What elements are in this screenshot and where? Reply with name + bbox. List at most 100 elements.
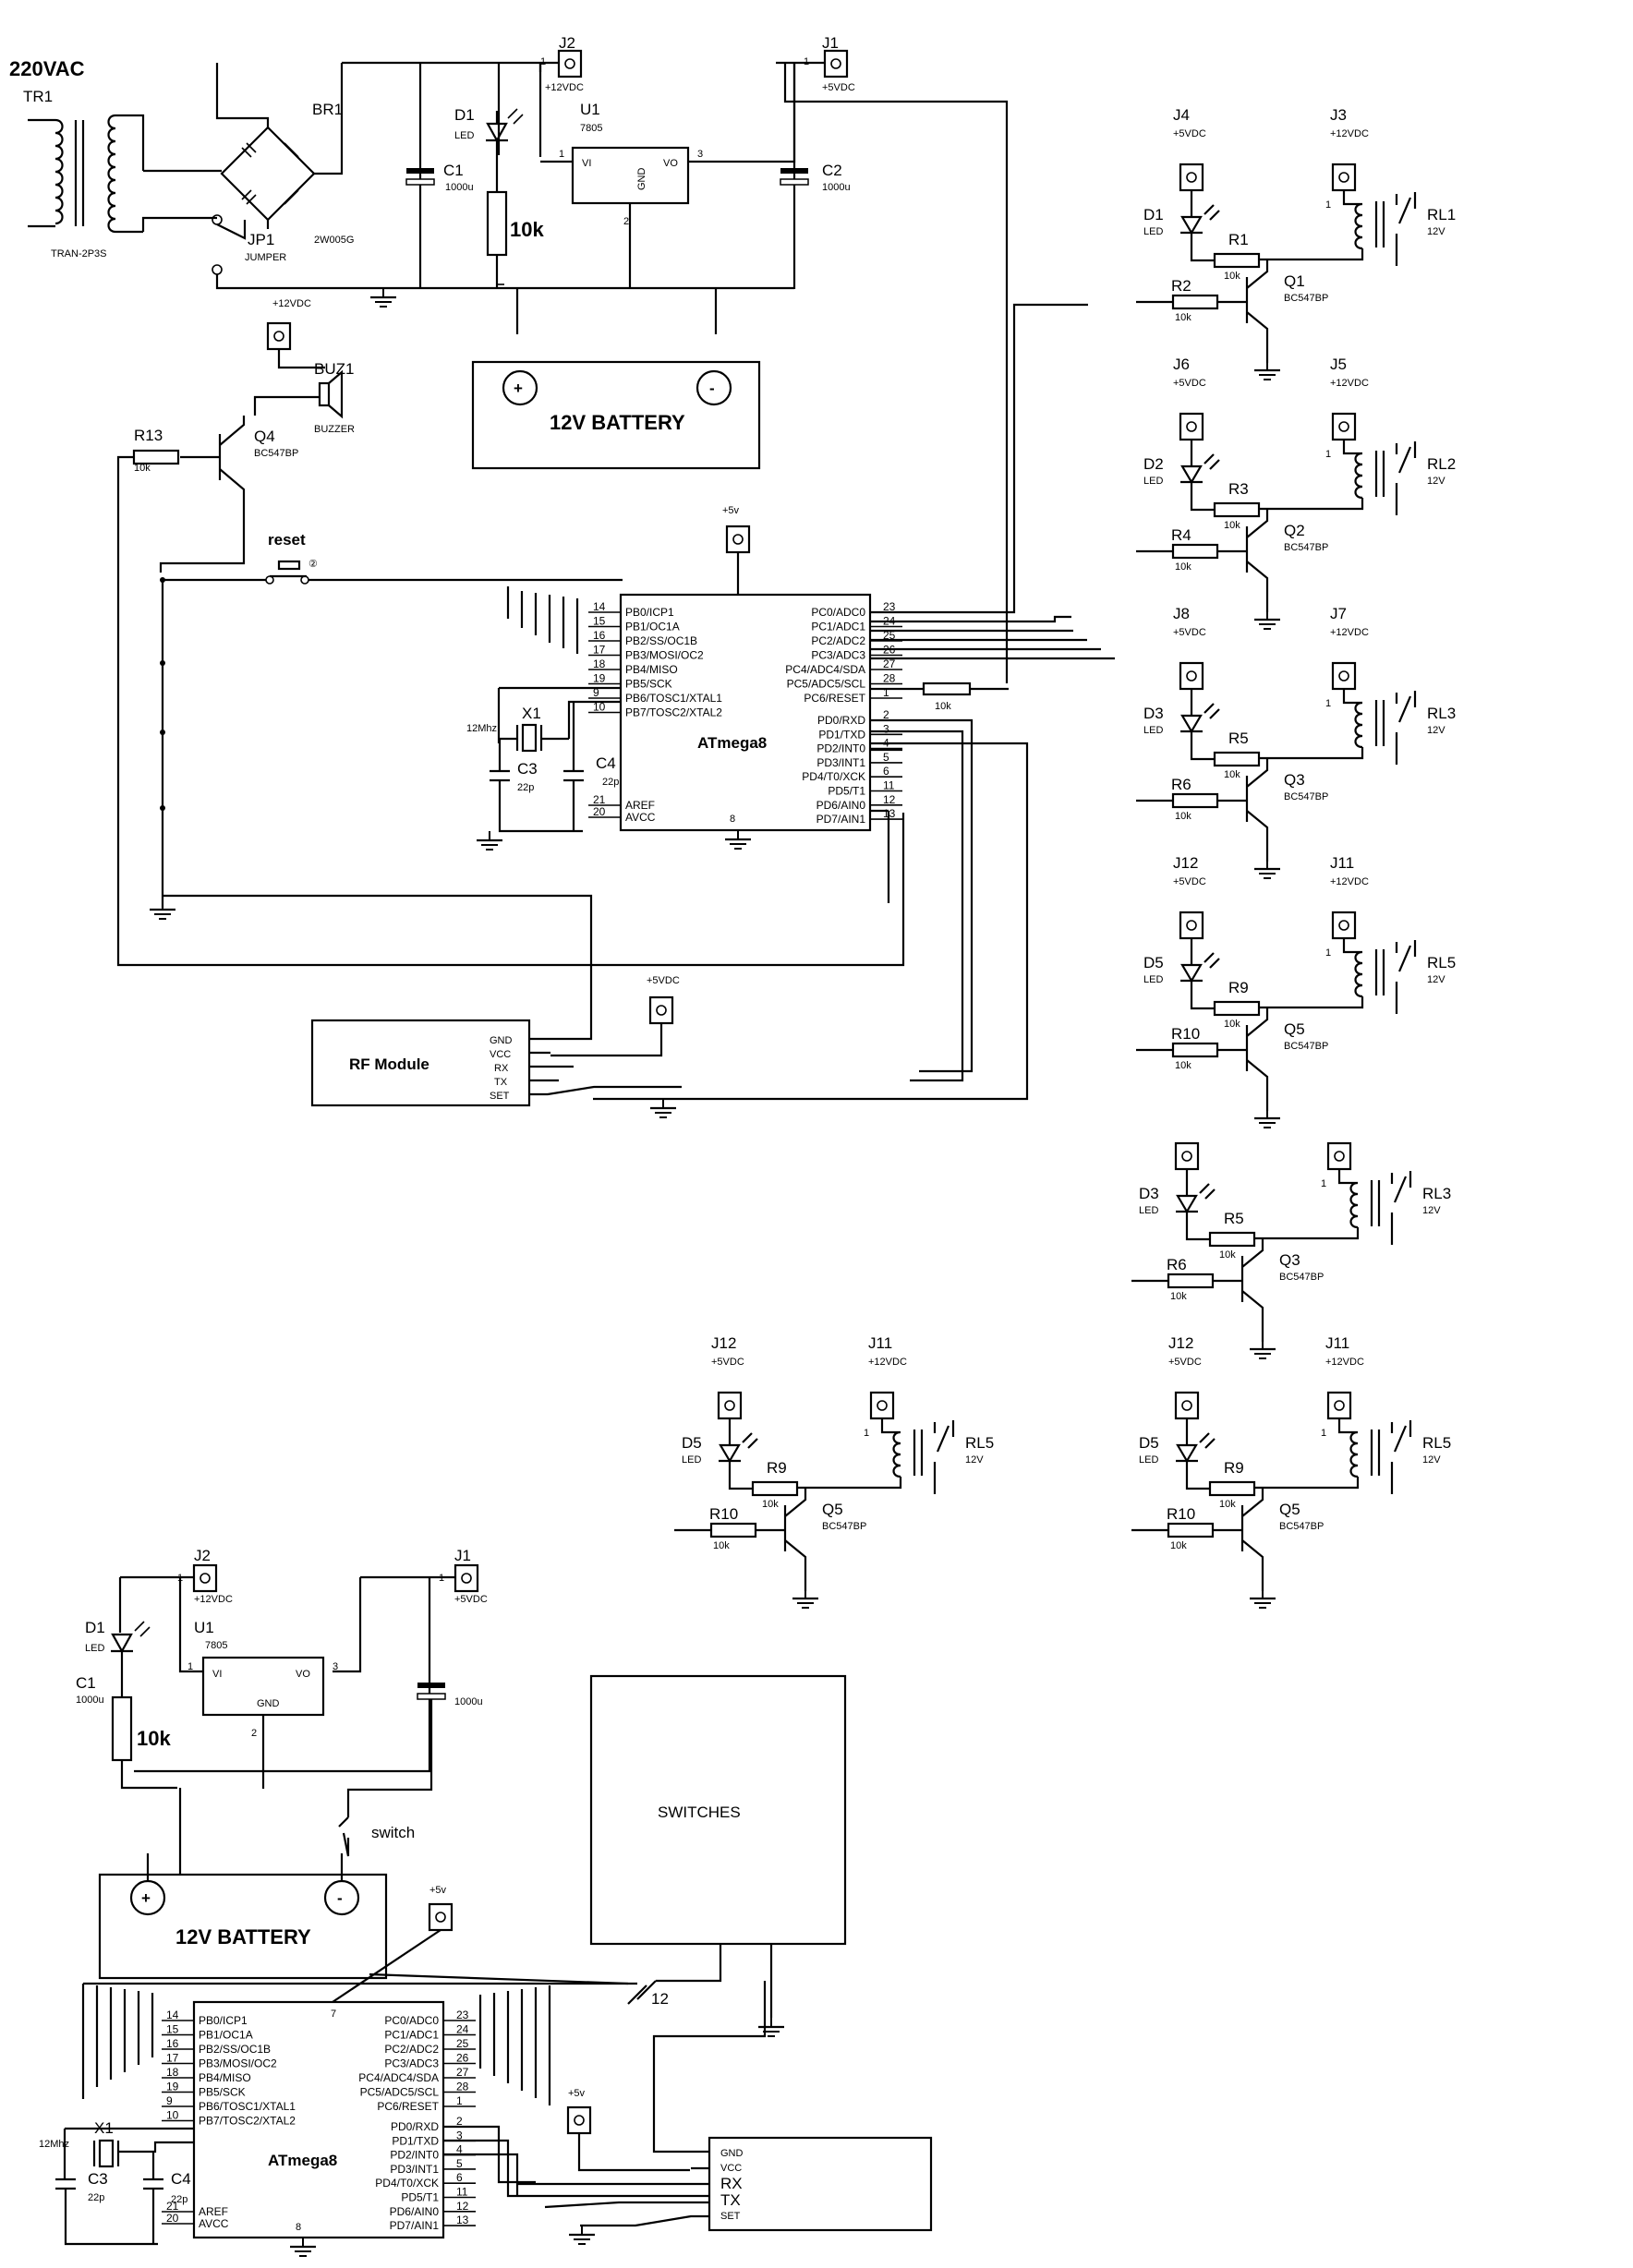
mcu-top-x1-ref: X1: [522, 705, 541, 722]
mcu-top-pin-num: 20: [593, 805, 606, 818]
mcu-bottom-pin-name: PD6/AIN0: [390, 2205, 440, 2218]
relay-led-res-value: 10k: [762, 1499, 779, 1510]
mcu-top-pin-name: PC1/ADC1: [811, 621, 865, 633]
relay-coil-voltage: 12V: [965, 1454, 984, 1466]
relay-j5-label: +5VDC: [1173, 128, 1206, 139]
mcu-top-pin-num: 28: [883, 672, 896, 685]
relay-j12-ref: J7: [1330, 605, 1347, 622]
led-d1-top: D1 LED: [454, 106, 524, 192]
relay-j5-pin-icon: [1186, 172, 1197, 183]
rf-bottom-pin-set: SET: [720, 2211, 741, 2222]
rf-top-pin-vcc: VCC: [490, 1049, 511, 1060]
relay-led-wire: [1180, 938, 1220, 1010]
power-supply-bottom: J2 +12VDC 1 J1 +5VDC 1 D1 LED 10k C1 100…: [76, 1547, 488, 1980]
mcu-bottom-pin-name: PB4/MISO: [199, 2071, 251, 2084]
relay-coil-voltage: 12V: [1427, 725, 1446, 736]
relay-coil-icon: [1254, 1169, 1360, 1240]
mcu-top-pin-name: AVCC: [625, 811, 656, 824]
u1-bottom-vo: VO: [296, 1669, 310, 1680]
relay-contact-icon: [1374, 940, 1417, 1014]
relay-led-res-ref: R1: [1228, 231, 1249, 248]
rf-bottom-pin-tx: TX: [720, 2191, 741, 2209]
relay-contact-icon: [913, 1420, 955, 1494]
mcu-top-pin-name: PB6/TOSC1/XTAL1: [625, 692, 722, 705]
mcu-top-pin-name: PD2/INT0: [816, 742, 865, 755]
mcu-top-pin-name: PD5/T1: [828, 785, 865, 798]
relay-led-res-value: 10k: [1224, 520, 1240, 531]
relay-j5-connector: [1174, 1391, 1200, 1420]
relay-j5-connector: [1174, 1141, 1200, 1171]
relay-led-icon: [1180, 963, 1203, 983]
relay-led-part: LED: [1139, 1454, 1158, 1466]
mcu-top-name: ATmega8: [697, 734, 767, 752]
relay-j5-ref: J12: [1168, 1334, 1193, 1352]
mcu-bottom-pin-name: PC1/ADC1: [384, 2029, 439, 2042]
mcu-bottom-pin-name: PB7/TOSC2/XTAL2: [199, 2115, 296, 2128]
mcu-bottom-pin-num: 16: [166, 2037, 179, 2050]
relay-base-res-value: 10k: [1175, 561, 1191, 573]
relay-led-ref: D3: [1143, 705, 1164, 722]
jumper-jp1: JP1 JUMPER: [141, 214, 513, 290]
q4-ref: Q4: [254, 428, 275, 445]
relay-transistor-ref: Q2: [1284, 522, 1305, 539]
reset-switch[interactable]: reset ②: [265, 531, 318, 585]
relay-led-icon: [1180, 714, 1203, 734]
svg-text:②: ②: [308, 559, 318, 570]
mcu-bottom-pin-name: PD0/RXD: [391, 2120, 439, 2133]
relay-base-resistor: [1167, 1273, 1215, 1289]
bridge-rectifier-br1: BR1 2W005G: [143, 63, 354, 246]
relay-j5-ref: J12: [1173, 854, 1198, 872]
relay-base-res-ref: R4: [1171, 526, 1191, 544]
mcu-bottom-pin-num: 12: [456, 2200, 469, 2213]
mcu-bottom-pin-num: 26: [456, 2052, 469, 2065]
mcu-top-pin-name: PB5/SCK: [625, 678, 672, 691]
relay-j5-label: +5VDC: [1168, 1357, 1202, 1368]
relay-pin1: 1: [1325, 199, 1331, 211]
relay-j12-ref: J11: [1330, 854, 1354, 872]
relay-j5-pin-icon: [724, 1400, 735, 1411]
mcu-bottom-pin-num: 15: [166, 2023, 179, 2036]
relay-pin1: 1: [1321, 1428, 1326, 1439]
mcu-bottom-pin-name: AVCC: [199, 2217, 229, 2230]
rf-module-bottom: +5v GND VCC RX TX SET: [517, 1981, 933, 2246]
relay-led-ref: D5: [1139, 1434, 1159, 1452]
u1-bottom-pin3: 3: [333, 1661, 338, 1672]
mcu-top-pin-num: 19: [593, 672, 606, 685]
relay-coil-icon: [1259, 689, 1364, 760]
relay-j12-pin-icon: [1338, 172, 1349, 183]
d1-top-ref: D1: [454, 106, 475, 124]
battery-top-label: 12V BATTERY: [550, 411, 685, 434]
relay-base-res-ref: R10: [709, 1505, 738, 1523]
relay-coil-icon: [1259, 938, 1364, 1009]
d1-top-part: LED: [454, 130, 474, 141]
mcu-top-pin-num: 1: [883, 686, 889, 699]
relay-led-resistor: [1208, 1480, 1256, 1497]
relay-led-wire: [1176, 1169, 1216, 1241]
relay-j12-label: +12VDC: [1330, 128, 1369, 139]
c2-value: 1000u: [822, 182, 851, 193]
relay-contact-icon: [1374, 192, 1417, 266]
tr1-ref: TR1: [23, 88, 53, 105]
relay-j5-connector: [717, 1391, 743, 1420]
mcu-bottom-pin-num: 28: [456, 2081, 469, 2093]
c2-bottom-value: 1000u: [454, 1696, 483, 1707]
mcu-bottom-pin-name: PC0/ADC0: [384, 2014, 439, 2027]
relay-transistor-part: BC547BP: [1279, 1272, 1324, 1283]
mcu-top-right-pins: 23PC0/ADC024PC1/ADC125PC2/ADC226PC3/ADC3…: [785, 600, 902, 826]
relay-led-part: LED: [1143, 974, 1163, 985]
relay-j12-pin-icon: [1338, 670, 1349, 682]
relay-led-icon: [1176, 1443, 1198, 1464]
relay-led-resistor: [1208, 1231, 1256, 1248]
relay-led-wire: [719, 1418, 758, 1490]
mcu-top-pin-name: PC0/ADC0: [811, 606, 865, 619]
u1-bottom-gnd: GND: [257, 1698, 280, 1709]
relay-ground-icon: [1252, 359, 1282, 381]
mcu-top-pin-name: PB0/ICP1: [625, 606, 674, 619]
rf-top-vcc: +5VDC: [647, 975, 680, 986]
battery-top-minus: -: [709, 380, 715, 397]
relay-j12-label: +12VDC: [1330, 627, 1369, 638]
relay-led-part: LED: [1143, 226, 1163, 237]
